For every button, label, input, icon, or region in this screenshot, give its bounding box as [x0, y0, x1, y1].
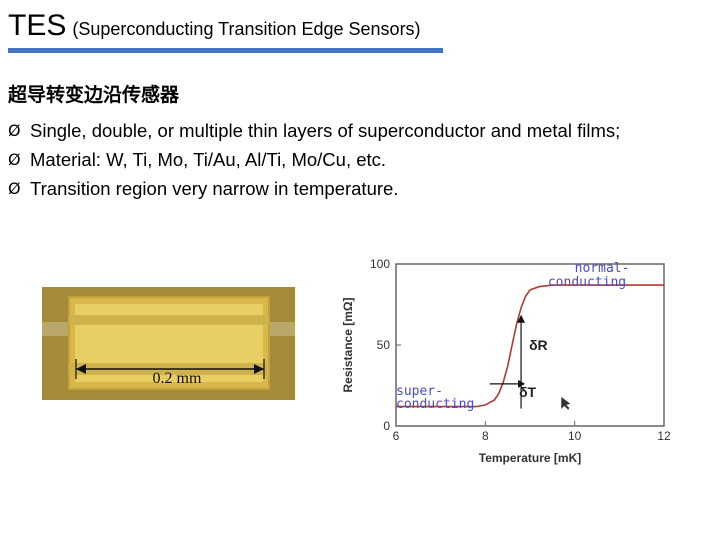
slide-title: TES(Superconducting Transition Edge Sens… — [8, 8, 421, 47]
arrow-bullet-icon: Ø — [8, 179, 21, 198]
title-main: TES — [8, 9, 67, 42]
delta-r-arrowhead — [517, 314, 526, 323]
x-tick-label: 12 — [657, 429, 671, 443]
bullet-text: Material: W, Ti, Mo, Ti/Au, Al/Ti, Mo/Cu… — [30, 149, 387, 170]
y-axis-label: Resistance [mΩ] — [341, 298, 355, 393]
bullet-text: Transition region very narrow in tempera… — [30, 178, 399, 199]
title-underline — [8, 48, 443, 53]
bullet-item: Ø Transition region very narrow in tempe… — [8, 174, 708, 203]
x-tick-label: 10 — [568, 429, 582, 443]
title-subtitle: (Superconducting Transition Edge Sensors… — [72, 19, 421, 39]
bullet-item: Ø Material: W, Ti, Mo, Ti/Au, Al/Ti, Mo/… — [8, 145, 708, 174]
y-tick-label: 0 — [383, 419, 390, 433]
bullet-item: Ø Single, double, or multiple thin layer… — [8, 116, 708, 145]
scale-bar-label: 0.2 mm — [153, 370, 202, 387]
chinese-subtitle: 超导转变边沿传感器 — [8, 84, 180, 106]
arrow-bullet-icon: Ø — [8, 121, 21, 140]
superconducting-label: conducting — [396, 397, 474, 412]
transition-curve-line — [396, 284, 664, 408]
delta-t-label: δT — [519, 384, 536, 400]
superconducting-label: super- — [396, 384, 443, 399]
arrow-bullet-icon: Ø — [8, 150, 21, 169]
bullet-list: Ø Single, double, or multiple thin layer… — [8, 116, 708, 203]
x-axis-label: Temperature [mK] — [479, 451, 581, 465]
delta-r-label: δR — [529, 337, 548, 353]
y-tick-label: 50 — [377, 338, 391, 352]
y-tick-label: 100 — [370, 257, 390, 271]
tes-device-photo: 0.2 mm — [42, 287, 295, 400]
cursor-icon — [561, 396, 571, 410]
bullet-text: Single, double, or multiple thin layers … — [30, 120, 621, 141]
normal-conducting-label: normal- — [575, 261, 630, 276]
normal-conducting-label: conducting — [548, 275, 626, 290]
x-tick-label: 6 — [393, 429, 400, 443]
delta-t-arrowhead — [518, 379, 526, 388]
x-tick-label: 8 — [482, 429, 489, 443]
